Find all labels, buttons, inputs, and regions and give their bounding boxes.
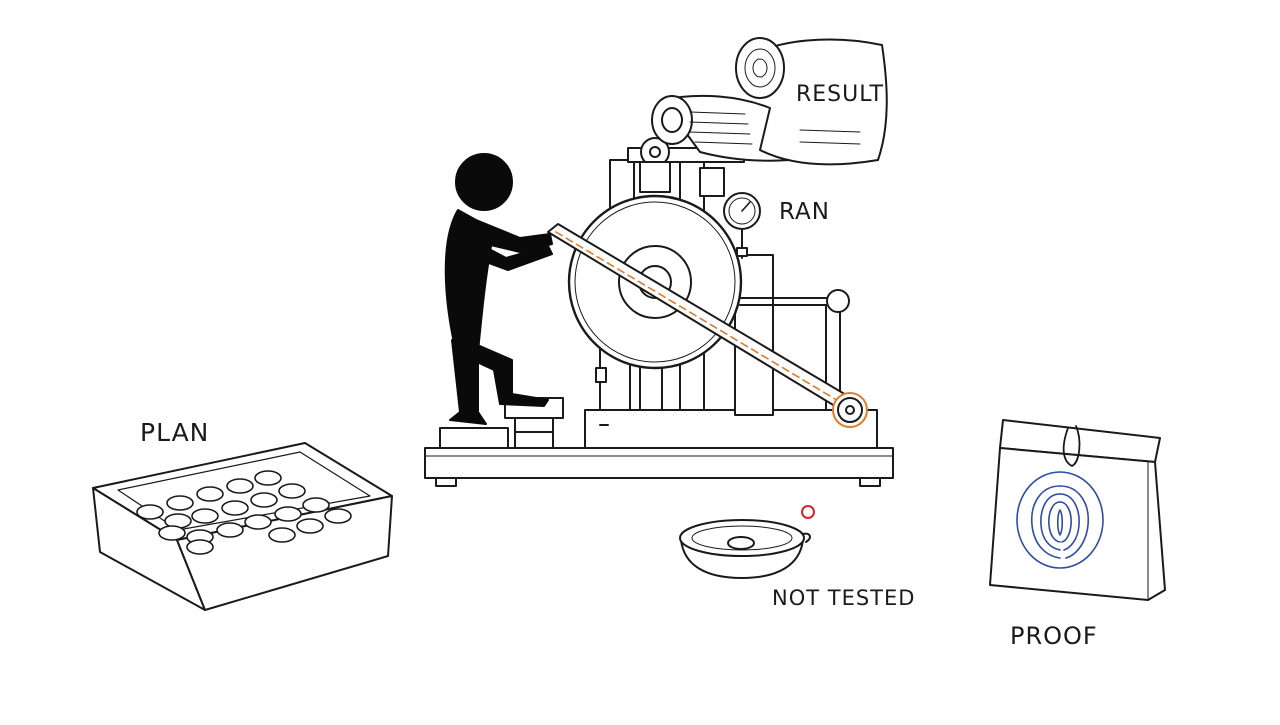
label-result: RESULT [796, 82, 884, 107]
crank-arm [547, 223, 868, 428]
label-not-tested: NOT TESTED [772, 586, 916, 610]
label-ran: RAN [779, 199, 830, 225]
label-plan: PLAN [140, 418, 210, 447]
result-paper-roll [651, 37, 888, 166]
evidence-bag-icon [989, 419, 1166, 601]
empty-dish-icon [679, 519, 811, 579]
label-proof: PROOF [1010, 622, 1098, 650]
fingerprint-icon [1016, 471, 1104, 569]
pill-tray-icon [92, 442, 393, 611]
stick-figure-icon [444, 153, 553, 425]
pressure-gauge-icon [723, 192, 761, 259]
red-marker-circle [801, 505, 815, 519]
tray-tablets [136, 470, 352, 555]
crank-machine-icon [424, 37, 894, 487]
